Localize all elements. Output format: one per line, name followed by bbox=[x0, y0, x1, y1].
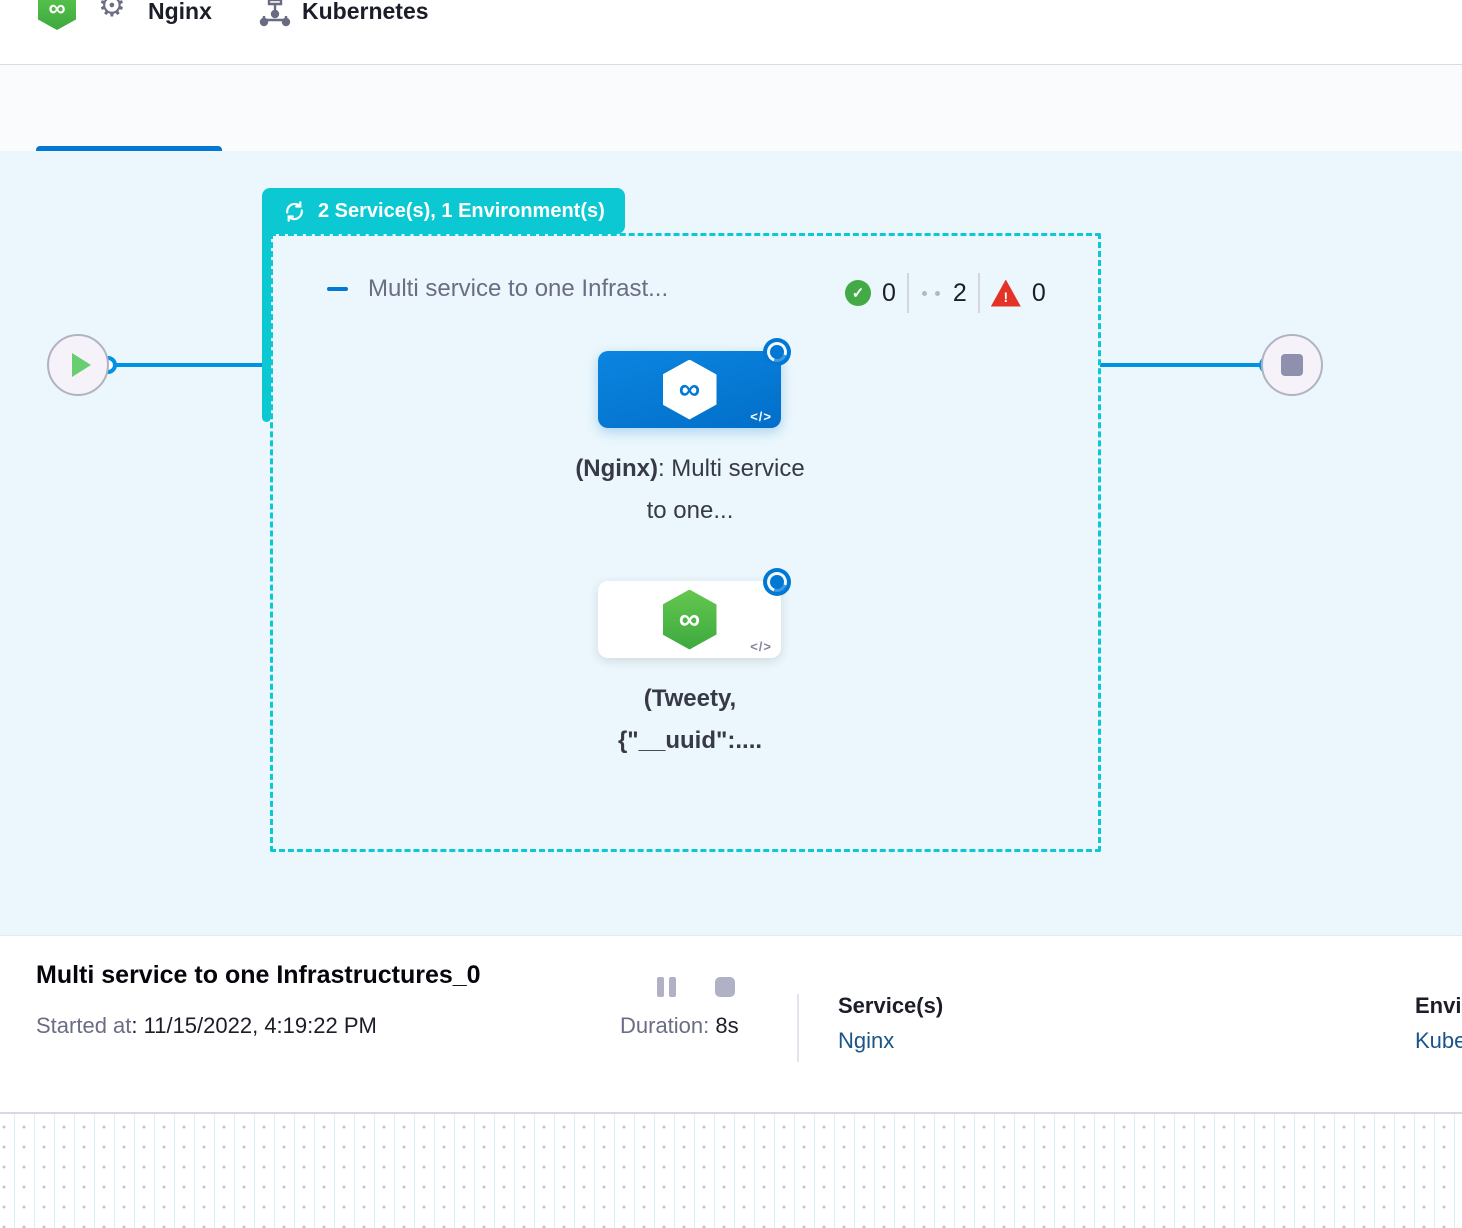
count-divider bbox=[977, 273, 980, 313]
pipeline-canvas[interactable]: 2 Service(s), 1 Environment(s) Multi ser… bbox=[0, 151, 1462, 935]
collapse-stage-icon[interactable] bbox=[327, 287, 348, 291]
tab-bar: Pipeline Inputs Policy Evaluations bbox=[0, 65, 1462, 191]
environment-icon bbox=[258, 0, 292, 28]
running-dots-icon bbox=[921, 290, 940, 296]
code-icon: </> bbox=[750, 409, 772, 424]
failed-count: 0 bbox=[1031, 278, 1046, 307]
execution-footer: Multi service to one Infrastructures_0 S… bbox=[0, 935, 1462, 1112]
running-spinner-icon bbox=[763, 568, 791, 596]
loop-refresh-icon bbox=[282, 199, 307, 224]
success-count: 0 bbox=[882, 278, 896, 307]
stop-button[interactable] bbox=[715, 977, 735, 997]
stage-group-container bbox=[270, 233, 1101, 852]
harness-service-icon: ∞ bbox=[662, 359, 717, 420]
play-icon bbox=[71, 353, 91, 377]
harness-logo-icon: ∞ bbox=[38, 0, 76, 30]
service-node-label: (Nginx): Multi service to one... bbox=[575, 455, 805, 525]
execution-title: Multi service to one Infrastructures_0 bbox=[36, 961, 481, 989]
console-grid-area[interactable] bbox=[0, 1112, 1462, 1228]
services-label: Service(s) bbox=[838, 993, 944, 1018]
active-tab-underline bbox=[36, 146, 222, 151]
pipeline-start-node[interactable] bbox=[47, 334, 109, 396]
pipeline-name[interactable]: Nginx bbox=[148, 0, 212, 24]
environments-label: Environment(s) bbox=[1415, 993, 1462, 1018]
pause-button[interactable] bbox=[657, 977, 676, 997]
stage-status-counts: ✓ 0 2 ! 0 bbox=[845, 273, 1046, 313]
stop-icon bbox=[1281, 354, 1303, 376]
service-node-label: (Tweety, {"__uuid":.... bbox=[617, 685, 763, 755]
started-at: Started at: 11/15/2022, 4:19:22 PM bbox=[36, 1013, 377, 1038]
stage-badge-label: 2 Service(s), 1 Environment(s) bbox=[318, 199, 605, 222]
duration: Duration: 8s bbox=[620, 1013, 739, 1038]
services-value-link[interactable]: Nginx bbox=[838, 1028, 895, 1053]
environments-value-link[interactable]: Kubernetes bbox=[1415, 1028, 1462, 1053]
connector-line-left bbox=[108, 363, 268, 367]
running-spinner-icon bbox=[763, 338, 791, 366]
service-node-nginx[interactable]: ∞ </> bbox=[598, 338, 791, 428]
stage-group-title: Multi service to one Infrast... bbox=[368, 275, 669, 302]
success-check-icon: ✓ bbox=[845, 280, 871, 306]
service-node-tweety[interactable]: ∞ </> bbox=[598, 568, 791, 658]
breadcrumb-header: ∞ ⚙ Nginx Kubernetes bbox=[0, 0, 1462, 65]
footer-divider bbox=[797, 994, 799, 1062]
pipeline-end-node[interactable] bbox=[1261, 334, 1323, 396]
code-icon: </> bbox=[750, 639, 772, 654]
environment-name[interactable]: Kubernetes bbox=[302, 0, 429, 24]
stage-services-badge[interactable]: 2 Service(s), 1 Environment(s) bbox=[262, 188, 625, 234]
connector-line-right bbox=[1100, 363, 1268, 367]
count-divider bbox=[906, 273, 909, 313]
stage-accent-strip bbox=[262, 230, 271, 422]
warning-triangle-icon: ! bbox=[990, 279, 1021, 307]
harness-service-icon: ∞ bbox=[662, 589, 717, 650]
running-count: 2 bbox=[952, 278, 967, 307]
gear-icon[interactable]: ⚙ bbox=[98, 0, 126, 23]
